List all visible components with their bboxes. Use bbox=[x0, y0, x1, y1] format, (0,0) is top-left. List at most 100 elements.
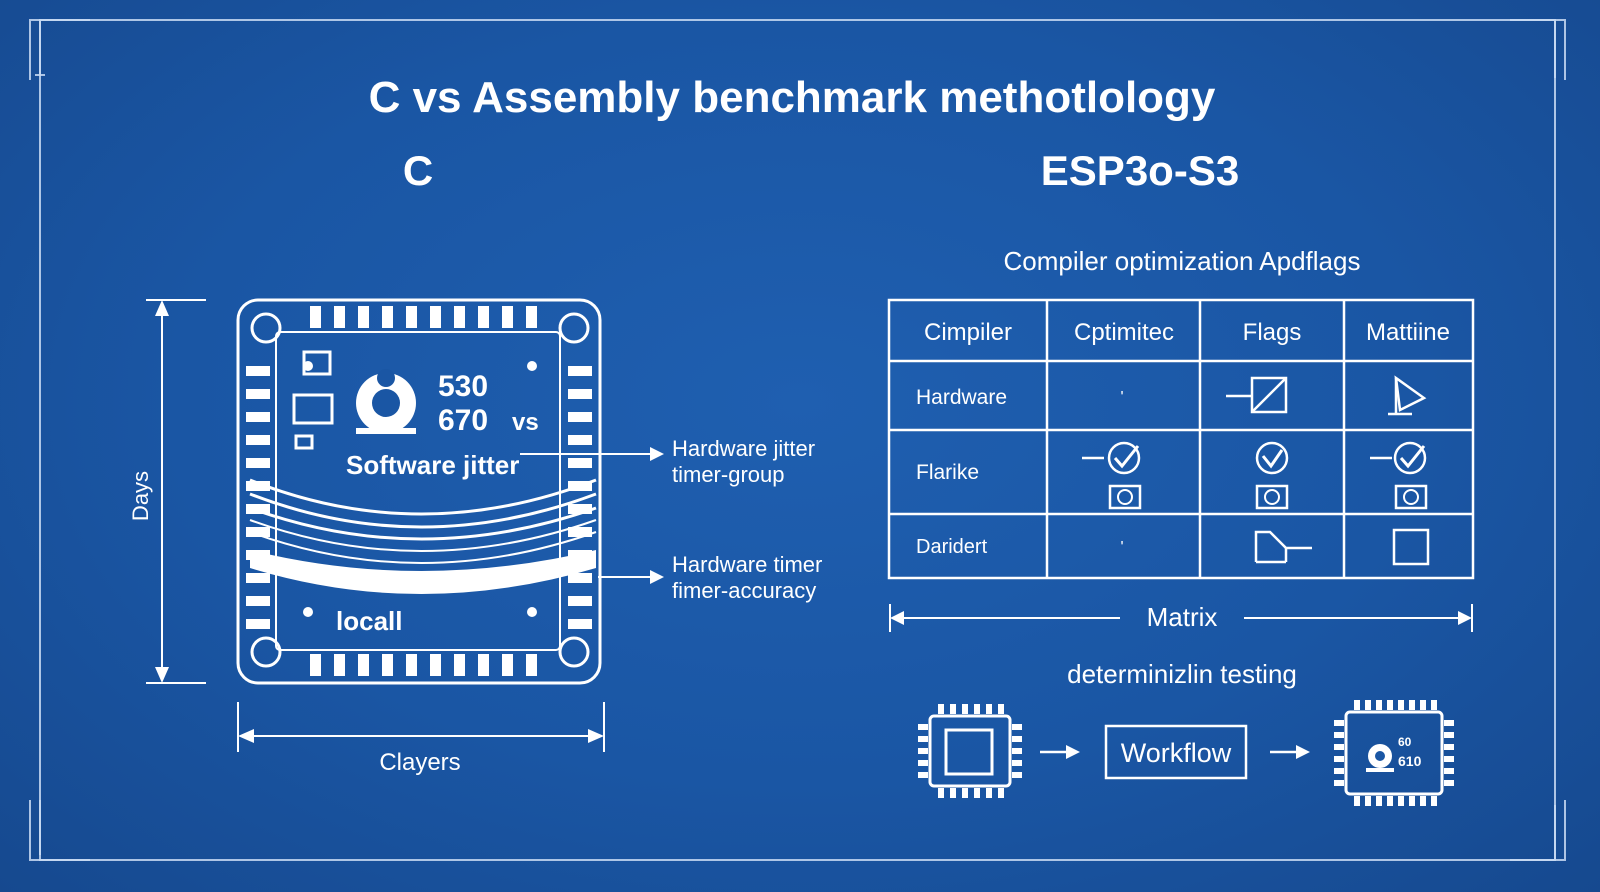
pin bbox=[974, 704, 980, 714]
mount-hole-icon bbox=[558, 636, 590, 668]
pin bbox=[974, 788, 980, 798]
pin bbox=[1431, 700, 1437, 710]
pin bbox=[1398, 796, 1404, 806]
pin bbox=[246, 573, 270, 583]
callout-hardware-timer: Hardware timer fimer-accuracy bbox=[598, 552, 822, 603]
pin bbox=[568, 435, 592, 445]
flow-arrow-icon bbox=[1270, 745, 1310, 759]
row-label: Daridert bbox=[916, 536, 988, 558]
pin bbox=[986, 704, 992, 714]
pin bbox=[246, 481, 270, 491]
pin bbox=[382, 654, 393, 676]
pin bbox=[502, 306, 513, 328]
pin bbox=[430, 306, 441, 328]
callout-line1: Hardware timer bbox=[672, 552, 822, 577]
box-diagonal-icon bbox=[1226, 376, 1288, 414]
pin bbox=[1444, 768, 1454, 774]
table-cell: ' bbox=[1120, 539, 1123, 556]
pin bbox=[568, 366, 592, 376]
pin bbox=[1012, 772, 1022, 778]
workflow-caption: determinizlin testing bbox=[1067, 659, 1297, 689]
pin bbox=[568, 619, 592, 629]
pin bbox=[246, 412, 270, 422]
pin bbox=[246, 435, 270, 445]
pin bbox=[246, 389, 270, 399]
chip-logo-icon bbox=[356, 369, 416, 434]
pin bbox=[382, 306, 393, 328]
pin bbox=[1387, 700, 1393, 710]
pin bbox=[310, 306, 321, 328]
target-chip-line2: 610 bbox=[1398, 753, 1422, 769]
table-header: Cptimitec bbox=[1074, 319, 1174, 346]
pin bbox=[1420, 796, 1426, 806]
pin bbox=[568, 527, 592, 537]
pin bbox=[246, 458, 270, 468]
chip-label-line2: 670 bbox=[438, 404, 488, 437]
pin bbox=[568, 596, 592, 606]
row-label: Hardware bbox=[916, 386, 1007, 409]
pin bbox=[938, 788, 944, 798]
callout-line2: timer-group bbox=[672, 462, 784, 487]
pin bbox=[406, 654, 417, 676]
pin bbox=[358, 306, 369, 328]
pin bbox=[1376, 796, 1382, 806]
pin bbox=[1012, 736, 1022, 742]
pin bbox=[568, 573, 592, 583]
callout-line2: fimer-accuracy bbox=[672, 578, 816, 603]
pin bbox=[998, 704, 1004, 714]
empty-square-icon bbox=[1392, 528, 1430, 566]
pin bbox=[1334, 744, 1344, 750]
pin bbox=[478, 306, 489, 328]
flow-arrow-icon bbox=[1040, 745, 1080, 759]
blueprint-frame bbox=[29, 19, 1566, 861]
pin bbox=[1012, 748, 1022, 754]
pin bbox=[998, 788, 1004, 798]
pin bbox=[918, 724, 928, 730]
optimization-matrix: Cimpiler Cptimitec Flags Mattiine Hardwa… bbox=[887, 298, 1475, 580]
pin bbox=[526, 306, 537, 328]
pin bbox=[334, 306, 345, 328]
pin bbox=[406, 306, 417, 328]
dimension-horizontal bbox=[237, 702, 605, 752]
callout-hardware-jitter: Hardware jitter timer-group bbox=[520, 436, 815, 487]
pin bbox=[246, 366, 270, 376]
pin bbox=[950, 788, 956, 798]
table-header: Cimpiler bbox=[924, 319, 1012, 346]
pin bbox=[1334, 768, 1344, 774]
jitter-layers bbox=[249, 478, 597, 594]
pin bbox=[938, 704, 944, 714]
table-cell: ' bbox=[1120, 389, 1123, 406]
pin bbox=[246, 527, 270, 537]
pin bbox=[430, 654, 441, 676]
pin bbox=[1444, 732, 1454, 738]
table-header: Mattiine bbox=[1366, 319, 1450, 346]
pin bbox=[1444, 780, 1454, 786]
check-icon bbox=[1255, 441, 1289, 510]
dimension-vertical-label: Days bbox=[128, 471, 153, 521]
mount-hole-icon bbox=[250, 636, 282, 668]
pin bbox=[246, 596, 270, 606]
pin bbox=[986, 788, 992, 798]
pin bbox=[1387, 796, 1393, 806]
pin bbox=[454, 654, 465, 676]
callout-line1: Hardware jitter bbox=[672, 436, 815, 461]
pin bbox=[568, 389, 592, 399]
matrix-label: Matrix bbox=[1147, 602, 1218, 632]
pin bbox=[950, 704, 956, 714]
pin bbox=[568, 504, 592, 514]
pin bbox=[334, 654, 345, 676]
pin bbox=[1354, 700, 1360, 710]
pin bbox=[454, 306, 465, 328]
pin bbox=[1334, 780, 1344, 786]
software-jitter-label: Software jitter bbox=[346, 450, 519, 480]
pin bbox=[1334, 732, 1344, 738]
pin bbox=[962, 788, 968, 798]
workflow-box bbox=[1104, 724, 1248, 780]
pin bbox=[1444, 756, 1454, 762]
table-header: Flags bbox=[1243, 319, 1302, 346]
step-box-icon bbox=[1254, 530, 1312, 564]
pin bbox=[962, 704, 968, 714]
matrix-dimension bbox=[889, 604, 1473, 632]
pin bbox=[1420, 700, 1426, 710]
pin bbox=[1334, 720, 1344, 726]
